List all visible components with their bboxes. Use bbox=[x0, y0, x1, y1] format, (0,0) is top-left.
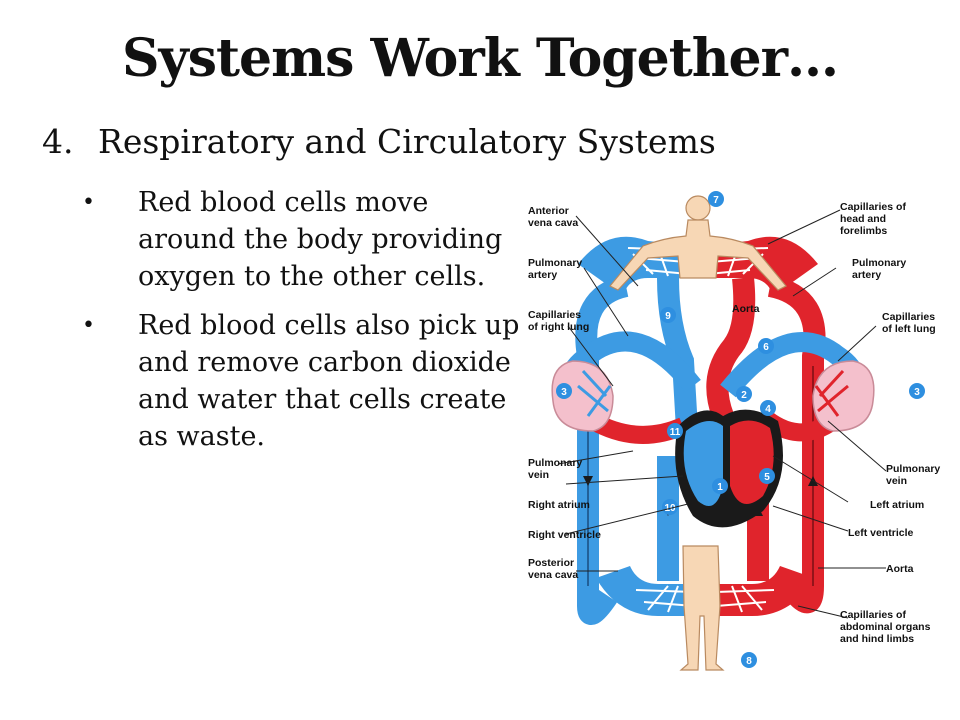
number-markers bbox=[556, 191, 925, 668]
lower-body-figure bbox=[679, 545, 725, 671]
marker-4: 4 bbox=[765, 404, 771, 415]
bullet-item: • Red blood cells also pick up and remove… bbox=[82, 307, 522, 455]
marker-11: 11 bbox=[670, 427, 681, 438]
marker-6: 6 bbox=[763, 342, 769, 353]
label-aorta-center: Aorta bbox=[732, 303, 760, 315]
marker-1: 1 bbox=[717, 482, 723, 493]
label-right-ventricle: Right ventricle bbox=[528, 529, 601, 541]
bullet-text: Red blood cells also pick up and remove … bbox=[138, 310, 520, 452]
abdominal-capillaries bbox=[596, 566, 814, 616]
slide-subtitle: 4. Respiratory and Circulatory Systems bbox=[42, 122, 716, 161]
bullet-icon: • bbox=[82, 190, 95, 215]
label-aorta-right: Aorta bbox=[886, 563, 914, 575]
label-right-atrium: Right atrium bbox=[528, 499, 590, 511]
label-left-ventricle: Left ventricle bbox=[848, 527, 914, 539]
bullet-icon: • bbox=[82, 313, 95, 338]
marker-3-right: 3 bbox=[914, 387, 920, 398]
left-lung bbox=[812, 360, 875, 432]
marker-5: 5 bbox=[764, 472, 770, 483]
label-left-atrium: Left atrium bbox=[870, 499, 924, 511]
bullet-list: • Red blood cells move around the body pr… bbox=[82, 184, 522, 467]
marker-3-left: 3 bbox=[561, 387, 567, 398]
subtitle-text: Respiratory and Circulatory Systems bbox=[98, 122, 716, 161]
slide-title: Systems Work Together… bbox=[121, 28, 839, 89]
marker-7: 7 bbox=[713, 195, 719, 206]
marker-9: 9 bbox=[665, 311, 671, 322]
bullet-item: • Red blood cells move around the body pr… bbox=[82, 184, 522, 295]
marker-8: 8 bbox=[746, 656, 752, 667]
bullet-text: Red blood cells move around the body pro… bbox=[138, 187, 503, 292]
leader-lines bbox=[557, 209, 887, 619]
subtitle-number: 4. bbox=[42, 122, 74, 161]
upper-body-figure bbox=[609, 195, 787, 291]
marker-2: 2 bbox=[741, 390, 747, 401]
